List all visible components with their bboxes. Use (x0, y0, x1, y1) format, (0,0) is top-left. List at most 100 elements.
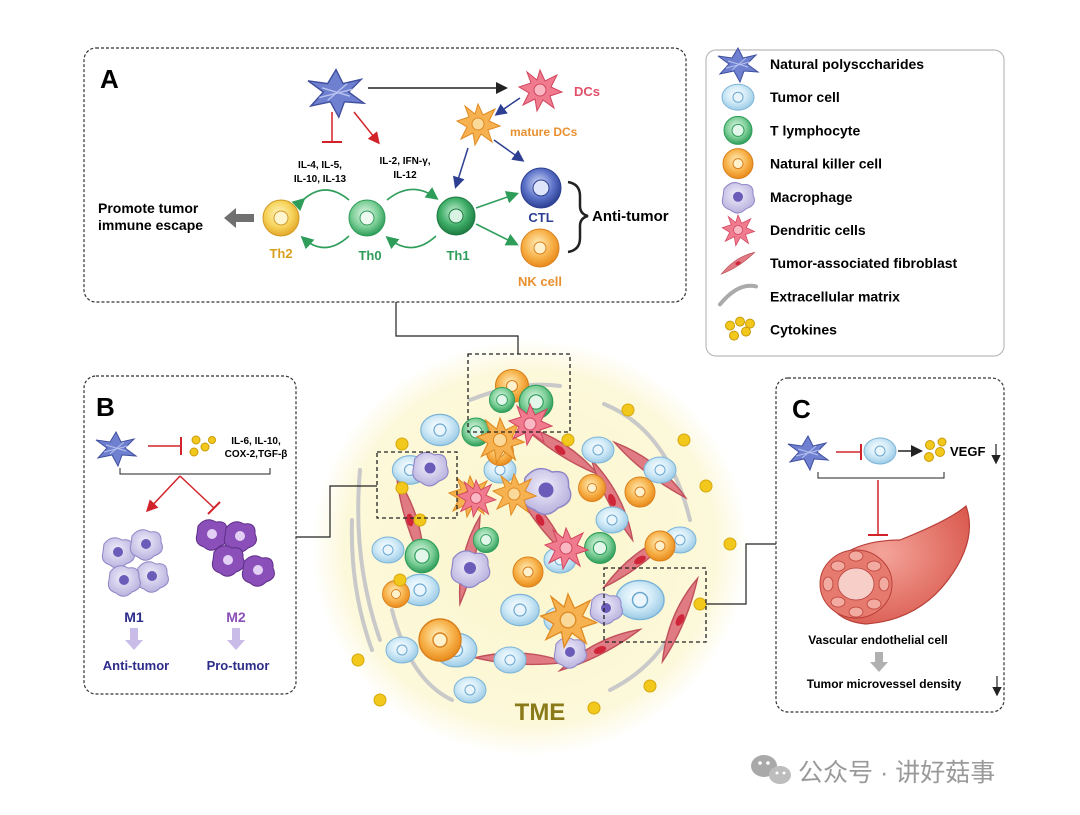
tumor-cell-icon-c (863, 437, 897, 465)
tumor-cell (500, 593, 540, 627)
legend-label: Natural polysccharides (770, 56, 924, 72)
b-bracket (119, 468, 271, 475)
panel-c: C VEGF Vascular endothelial cell Tumor m… (775, 377, 1005, 713)
escape-arrow-icon (224, 208, 254, 228)
th2-label: Th2 (269, 246, 292, 261)
panel-b: B IL-6, IL-10, COX-2,TGF-β M1 M2 Anti-tu (83, 375, 297, 695)
b-cytokines-line1: IL-6, IL-10, (231, 436, 281, 447)
b-cytokines-line2: COX-2,TGF-β (225, 449, 288, 460)
th0-to-th2-lower-arrow (300, 235, 350, 250)
nk-cell (624, 476, 656, 508)
th2-cytokines-line2: IL-10, IL-13 (294, 174, 347, 185)
vegf-dots-icon (924, 437, 947, 462)
cytokine-dot (393, 573, 407, 587)
tme-background (312, 340, 748, 756)
tme-zoom-box-b (376, 451, 458, 519)
tme-cluster: TME (312, 340, 748, 756)
th1-cytokines-line2: IL-12 (393, 170, 417, 181)
blood-vessel-icon (819, 504, 971, 625)
tumor-cell (615, 579, 665, 621)
cytokines-dots-icon (189, 435, 216, 457)
c-down-arrow-icon (870, 652, 888, 672)
panel-a-letter: A (100, 64, 119, 94)
cytokine-dot (351, 653, 365, 667)
legend-label: Macrophage (770, 189, 853, 205)
th0-to-th2-arrow (291, 189, 350, 212)
wechat-icon (751, 755, 791, 784)
nk-cell-icon (722, 148, 754, 180)
vascular-label: Vascular endothelial cell (808, 633, 947, 647)
promote-escape-line2: immune escape (98, 217, 203, 233)
ctl-cell-icon (520, 167, 562, 209)
cytokine-dot (643, 679, 657, 693)
tumor-cell (371, 536, 405, 564)
legend-label: Tumor-associated fibroblast (770, 255, 958, 271)
th0-cell-icon (348, 199, 386, 237)
panel-b-letter: B (96, 392, 115, 422)
cytokine-dot (723, 537, 737, 551)
cytokine-dot (413, 513, 427, 527)
cytokine-dot (621, 403, 635, 417)
cytokine-dot (699, 479, 713, 493)
legend-label: T lymphocyte (770, 122, 860, 138)
to-m1-arrow (145, 475, 181, 513)
th1-cell-icon (436, 196, 476, 236)
cytokines-icon (725, 316, 755, 341)
cytokine-dot (561, 433, 575, 447)
th0-to-th1-arrow (386, 187, 439, 201)
vegf-label: VEGF (950, 444, 985, 459)
legend-label: Dendritic cells (770, 222, 866, 238)
arrow-dc-maturation (494, 97, 521, 116)
tumor-cell (643, 456, 677, 484)
matrix-fiber (349, 518, 374, 652)
density-label: Tumor microvessel density (807, 677, 962, 691)
t-lymphocyte (584, 532, 616, 564)
mature-dc-to-ctl-arrow (493, 139, 525, 162)
watermark-text: 公众号 · 讲好菇事 (798, 759, 995, 787)
legend-frame (705, 49, 1005, 357)
tumor-cell (493, 646, 527, 674)
dcs-label: DCs (574, 84, 600, 99)
th2-cell-icon (262, 199, 300, 237)
m2-down-arrow-icon (227, 628, 245, 650)
matrix-fiber (390, 608, 454, 702)
th1-cytokines-line1: IL-2, IFN-γ, (379, 156, 430, 167)
t-lymphocyte (488, 386, 516, 414)
cytokine-dot (677, 433, 691, 447)
to-m2-bar (207, 501, 221, 515)
mature-dc-to-th1-arrow (452, 147, 469, 189)
tumor-cell (453, 676, 487, 704)
m1-label: M1 (124, 609, 144, 625)
tumor-cell (385, 636, 419, 664)
nk-label: NK cell (518, 274, 562, 289)
m2-pro-tumor-label: Pro-tumor (207, 658, 270, 673)
panel-a: A DCs mature DCs IL-4, IL-5, IL-10, IL-1… (83, 47, 687, 303)
to-m2-line (179, 475, 215, 509)
nk-cell (512, 556, 544, 588)
m2-label: M2 (226, 609, 246, 625)
tumor-cell (595, 506, 629, 534)
matrix-fiber (602, 402, 692, 522)
mature-dcs-label: mature DCs (510, 125, 578, 139)
matrix-fiber (356, 468, 382, 642)
c-bracket (817, 472, 945, 479)
th1-label: Th1 (446, 248, 469, 263)
panel-b-frame (83, 375, 297, 695)
cytokine-dot (395, 437, 409, 451)
th1-to-nk-arrow (475, 223, 519, 246)
t-lymphocyte (472, 526, 500, 554)
matrix-icon (718, 283, 758, 307)
watermark: 公众号 · 讲好菇事 (751, 755, 995, 787)
th1-to-ctl-arrow (475, 191, 520, 209)
anti-tumor-brace (567, 180, 589, 254)
cytokine-dot (395, 481, 409, 495)
th1-inhibit-arrow (385, 235, 437, 250)
m1-down-arrow-icon (125, 628, 143, 650)
th2-cytokines-line1: IL-4, IL-5, (298, 160, 342, 171)
anti-tumor-label-a: Anti-tumor (592, 208, 669, 225)
cytokine-dot (693, 597, 707, 611)
legend-label: Tumor cell (770, 89, 840, 105)
panel-c-letter: C (792, 394, 811, 424)
